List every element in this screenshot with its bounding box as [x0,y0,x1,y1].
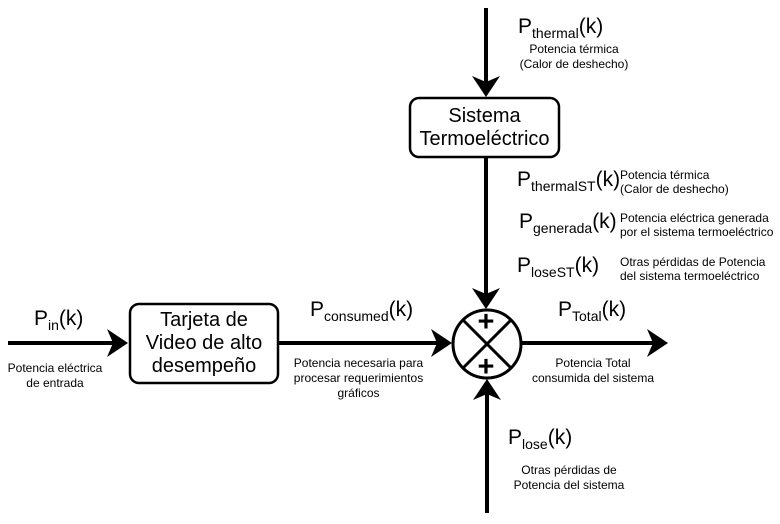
video-card-box-label: Tarjeta de Video de alto desempeño [145,308,263,377]
signal-subscript: thermal [532,25,579,42]
thermoelectric-box-label: Sistema Termoeléctrico [419,104,550,150]
thermoelectric-box-outline [408,96,561,159]
summing-junction-diagonal [461,318,513,370]
arrowhead-right-icon [431,329,452,357]
arrowhead-right-icon [107,329,128,357]
desc-p-total: Potencia Total consumida del sistema [531,356,655,385]
signal-subscript: generada [533,220,593,237]
signal-base: P [517,168,532,191]
signal-arg: (k) [58,307,84,330]
signal-subscript: thermalST [531,178,596,195]
signal-subscript: Total [572,308,602,325]
signal-base: P [519,210,534,233]
signal-subscript: in [48,317,59,334]
signal-base: P [508,426,523,449]
signal-arg: (k) [592,210,617,233]
signal-p-lose: Plose(k) [508,426,572,456]
signal-arg: (k) [601,298,627,321]
signal-base: P [310,298,325,321]
signal-p-in: Pin(k) [34,307,83,337]
desc-p-consumed: Potencia necesaria para procesar requeri… [293,356,424,400]
signal-p-losest: PloseST(k) [517,254,599,284]
signal-arg: (k) [574,254,600,277]
arrowhead-right-icon [647,329,668,357]
signal-base: P [558,298,573,321]
arrowhead-down-icon [472,76,500,97]
signal-subscript: loseST [531,264,575,281]
signal-base: P [518,15,533,38]
signal-p-consumed: Pconsumed(k) [310,298,413,328]
desc-p-generada: Potencia eléctrica generada por el siste… [620,211,774,239]
desc-p-losest: Otras pérdidas de Potencia del sistema t… [620,255,766,283]
video-card-box-outline [128,302,280,385]
signal-base: P [517,254,532,277]
signal-p-generada: Pgenerada(k) [519,210,617,240]
desc-p-thermalst: Potencia térmica (Calor de deshecho) [620,168,729,196]
signal-arg: (k) [595,168,621,191]
signal-p-thermal: Pthermal(k) [518,15,603,45]
signal-subscript: consumed [324,308,389,325]
signal-arg: (k) [578,15,604,38]
signal-base: P [34,307,49,330]
signal-arg: (k) [388,298,414,321]
arrowhead-up-icon [473,379,501,400]
plus-sign-bottom: + [478,351,495,383]
signal-subscript: lose [522,436,548,453]
plus-sign-top: + [478,306,495,338]
signal-arg: (k) [547,426,573,449]
arrowhead-down-icon [472,288,500,309]
desc-p-lose: Otras pérdidas de Potencia del sistema [513,463,625,492]
signal-p-total: PTotal(k) [558,298,626,328]
desc-p-thermal: Potencia térmica (Calor de deshecho) [519,42,629,71]
signal-p-thermalst: PthermalST(k) [517,168,620,198]
desc-p-in: Potencia eléctrica de entrada [7,361,103,390]
